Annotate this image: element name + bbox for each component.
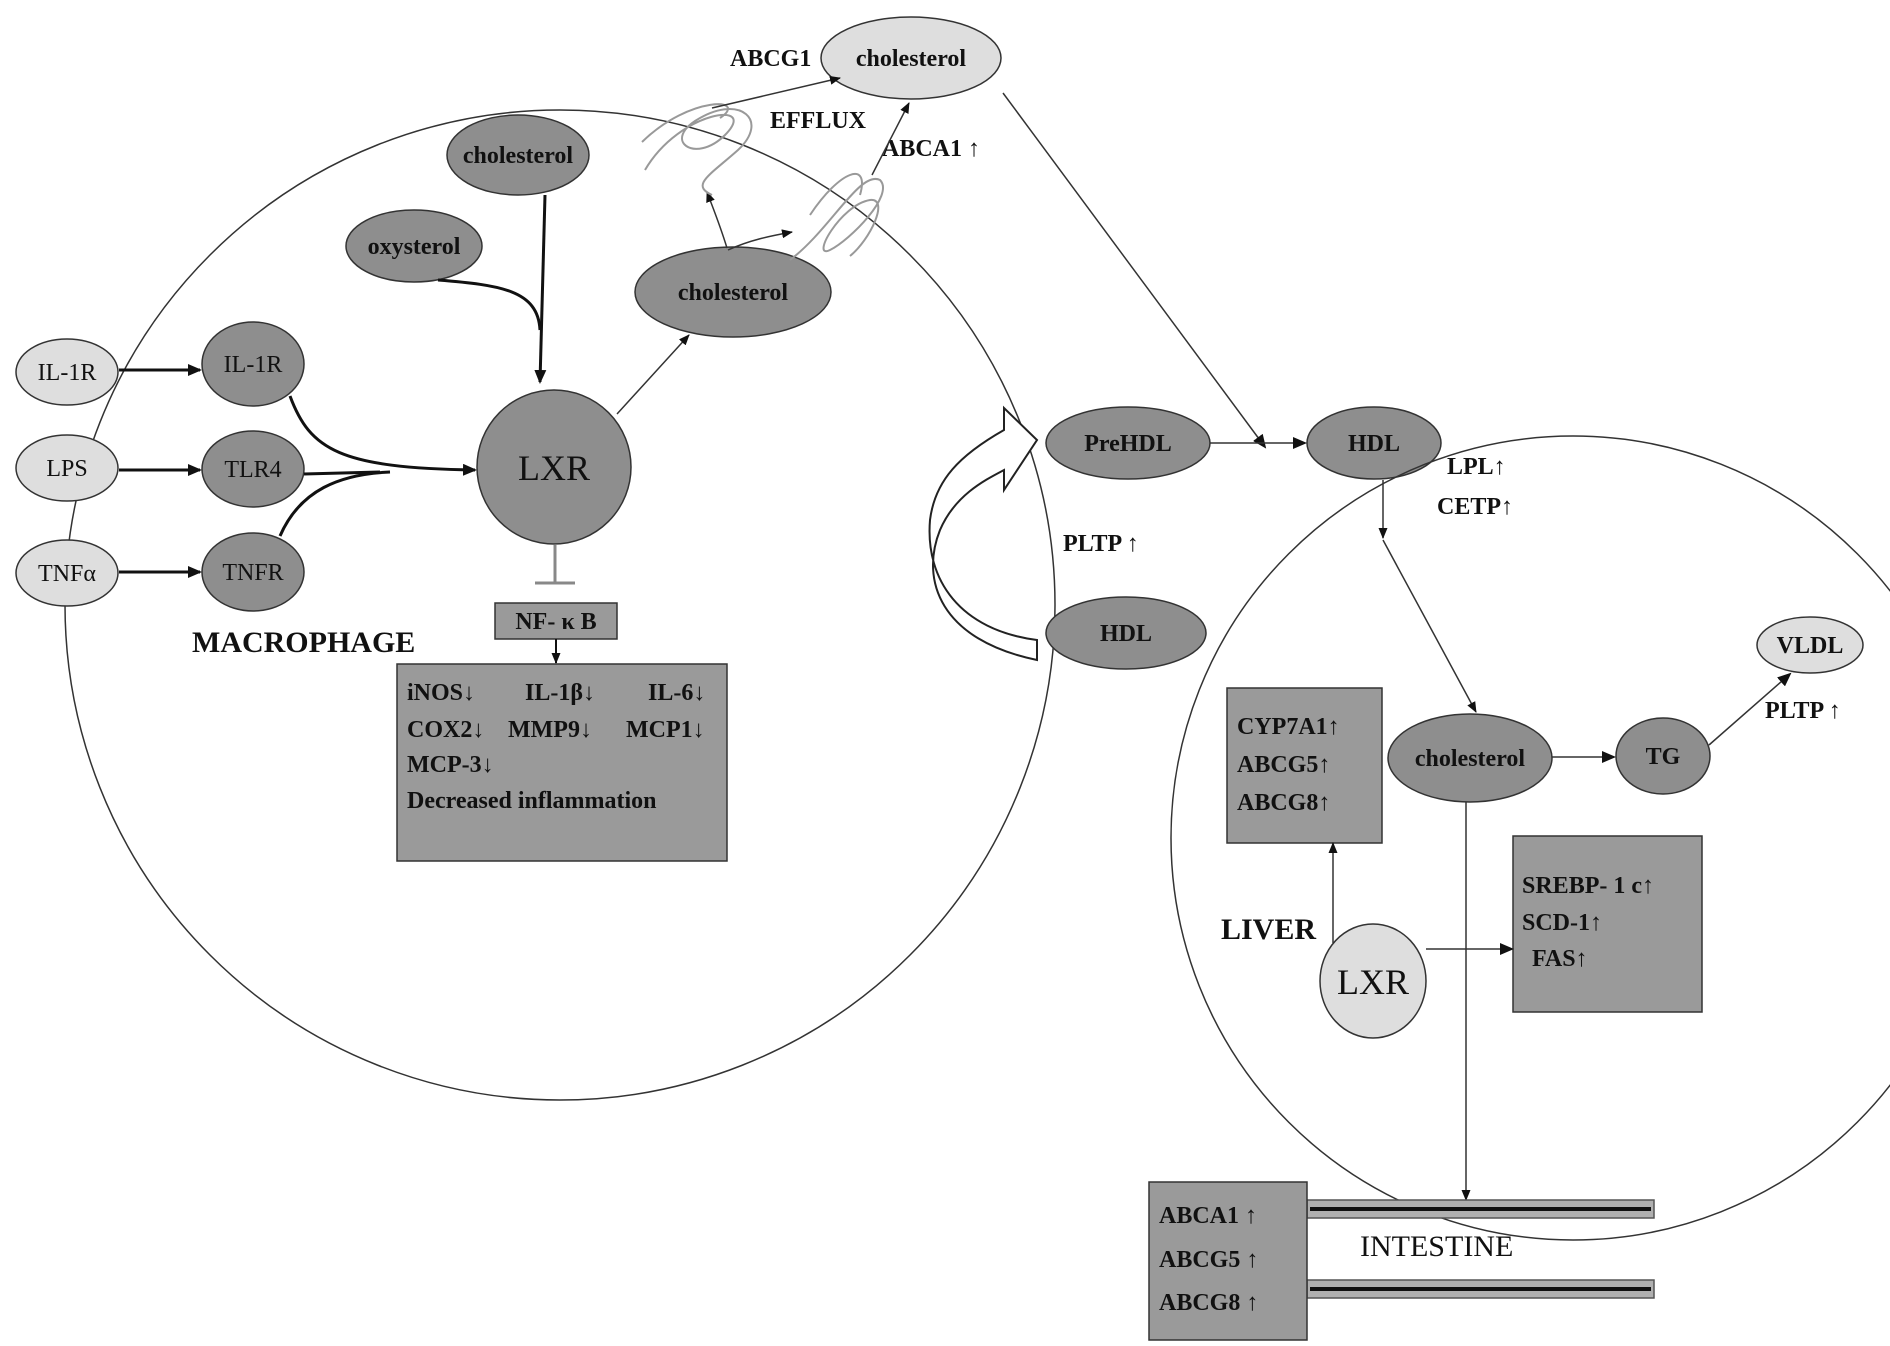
arrow-receptors-to-lxr <box>288 395 477 476</box>
receptor-tlr4-node <box>201 430 305 508</box>
effect-mcp3: MCP-3↓ <box>407 752 494 778</box>
tg-node <box>1615 717 1711 795</box>
liver-cholesterol-label: cholesterol <box>1415 746 1526 772</box>
input-tnfa-node <box>15 539 119 607</box>
liver-cell <box>1170 435 1890 1241</box>
receptor-tlr4-label: TLR4 <box>224 457 281 483</box>
hdl-bottom-node <box>1045 596 1207 670</box>
arrow-abca1-to-cholesterol <box>871 102 910 176</box>
vldl-label: VLDL <box>1777 633 1844 659</box>
inflammation-effects-box <box>396 663 728 862</box>
macrophage-cholesterol-top-node <box>446 114 590 196</box>
line-tlr4-to-lxr <box>303 470 381 476</box>
line-oxysterol-to-lxr <box>437 278 542 331</box>
liver-cholesterol-node <box>1387 713 1553 803</box>
hdl-top-node <box>1306 406 1442 480</box>
effect-il1b: IL-1β↓ <box>525 680 595 706</box>
abcg5-intestine-label: ABCG5 ↑ <box>1159 1247 1258 1273</box>
abcg8-liver-label: ABCG8↑ <box>1237 790 1330 816</box>
cetp-label: CETP↑ <box>1437 494 1513 520</box>
input-lps-label: LPS <box>46 456 87 482</box>
receptor-il1r-label: IL-1R <box>224 352 283 378</box>
macrophage-lxr-label: LXR <box>518 448 590 488</box>
hdl-top-label: HDL <box>1348 431 1400 457</box>
oxysterol-label: oxysterol <box>368 234 461 260</box>
prehdl-label: PreHDL <box>1084 431 1172 457</box>
abcg1-label: ABCG1 <box>730 46 811 72</box>
intestine-title: INTESTINE <box>1360 1230 1513 1263</box>
intestine-box <box>1148 1181 1308 1341</box>
line-tnfr-to-lxr <box>278 470 391 537</box>
abca1-transporter-shape <box>789 172 884 261</box>
vldl-node <box>1756 616 1864 674</box>
effect-il6: IL-6↓ <box>648 680 705 706</box>
receptor-tnfr-label: TNFR <box>222 560 283 586</box>
pltp-hdl-label: PLTP ↑ <box>1063 531 1139 557</box>
liver-box-srebp <box>1512 835 1703 1013</box>
macrophage-cholesterol-top-label: cholesterol <box>463 143 574 169</box>
arrow-cholesterol-efflux-up <box>706 191 728 249</box>
arrow-tg-to-vldl <box>1708 672 1792 746</box>
nfkb-label: NF- κ B <box>515 609 596 635</box>
input-il1r-node <box>15 338 119 406</box>
abcg8-intestine-label: ABCG8 ↑ <box>1159 1290 1258 1316</box>
liver-lxr-label: LXR <box>1337 962 1409 1002</box>
input-lps-node <box>15 434 119 502</box>
abcg1-transporter-shape <box>641 103 753 196</box>
efflux-cholesterol-label: cholesterol <box>856 46 967 72</box>
liver-lxr-node <box>1319 923 1427 1039</box>
effect-cox2: COX2↓ <box>407 717 484 743</box>
cyp7a1-label: CYP7A1↑ <box>1237 714 1340 740</box>
liver-box-cyp <box>1226 687 1383 844</box>
scd1-label: SCD-1↑ <box>1522 910 1602 936</box>
efflux-cholesterol-node <box>820 16 1002 100</box>
effect-inos: iNOS↓ <box>407 680 475 706</box>
input-il1r-label: IL-1R <box>38 360 97 386</box>
effect-mmp9: MMP9↓ <box>508 717 592 743</box>
nfkb-box <box>494 602 618 640</box>
abca1-efflux-label: ABCA1 ↑ <box>882 136 980 162</box>
fas-label: FAS↑ <box>1532 946 1588 972</box>
arrow-cholesterol-efflux-right <box>727 229 793 251</box>
input-tnfa-label: TNFα <box>38 561 96 587</box>
macrophage-title: MACROPHAGE <box>192 626 415 659</box>
macrophage-cholesterol-mid-node <box>634 246 832 338</box>
arrow-lxr-to-cholesterol <box>616 334 690 415</box>
lpl-label: LPL↑ <box>1447 454 1506 480</box>
oxysterol-node <box>345 209 483 283</box>
effect-mcp1: MCP1↓ <box>626 717 705 743</box>
hdl-recycle-arrow <box>928 405 1039 662</box>
arrow-cholesterol-to-lxr <box>534 194 547 384</box>
receptor-il1r-node <box>201 321 305 407</box>
arrow-liver-entry-to-cholesterol <box>1382 539 1477 713</box>
efflux-label: EFFLUX <box>770 108 867 134</box>
macrophage-cholesterol-mid-label: cholesterol <box>678 280 789 306</box>
liver-title: LIVER <box>1221 913 1316 946</box>
abcg5-liver-label: ABCG5↑ <box>1237 752 1330 778</box>
srebp-label: SREBP- 1 c↑ <box>1522 873 1654 899</box>
effect-decreased-inflammation: Decreased inflammation <box>407 788 657 814</box>
abca1-intestine-label: ABCA1 ↑ <box>1159 1203 1257 1229</box>
arrow-cholesterol-to-hdl <box>1002 92 1267 449</box>
arrow-abcg1-to-cholesterol <box>711 75 841 109</box>
pltp-liver-label: PLTP ↑ <box>1765 698 1841 724</box>
hdl-bottom-label: HDL <box>1100 621 1152 647</box>
tg-label: TG <box>1646 744 1681 770</box>
receptor-tnfr-node <box>201 532 305 612</box>
macrophage-lxr-node <box>476 389 632 545</box>
